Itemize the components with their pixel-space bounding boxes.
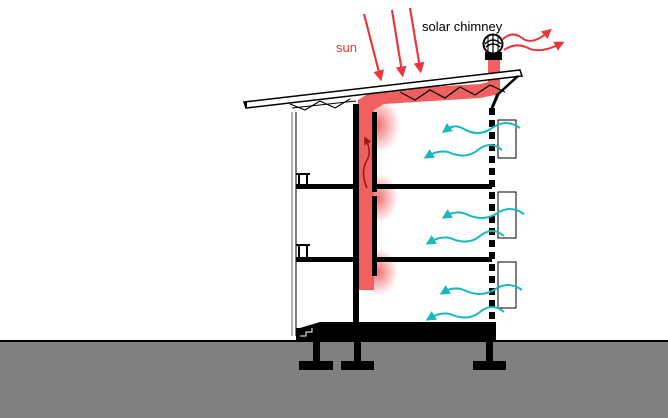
building-structure <box>296 104 517 340</box>
left-wall <box>291 112 297 336</box>
sun-label: sun <box>336 40 357 55</box>
ground <box>0 341 668 418</box>
cool-air-arrows <box>423 122 525 321</box>
exhaust-arrows <box>501 28 565 52</box>
roof <box>242 69 524 111</box>
rising-air-arrow <box>362 136 372 189</box>
solar-chimney-label: solar chimney <box>422 19 503 34</box>
foundation <box>299 340 506 370</box>
furniture-icons <box>296 173 310 257</box>
arrow-down-icon <box>362 7 425 82</box>
turbine-ventilator-icon <box>482 33 504 60</box>
